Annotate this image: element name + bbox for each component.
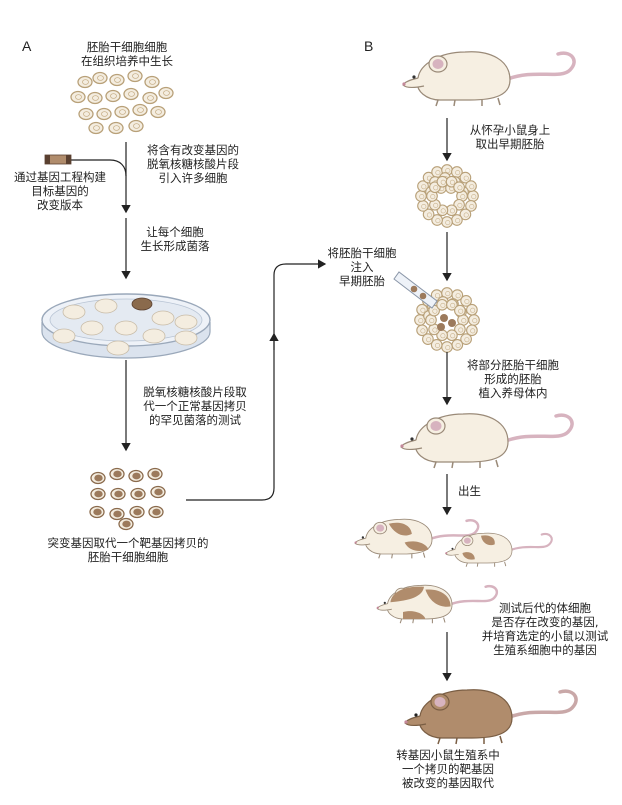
chimeric-pup-1-image [353,517,480,560]
embryo-cell [436,298,448,311]
caption-line: 代一个正常基因拷贝 [143,399,247,413]
embryo-cell [451,339,464,351]
caption-line: 测试后代的体细胞 [499,601,591,615]
caption-line: 的罕见菌落的测试 [149,413,241,427]
caption-line: 脱氧核糖核酸片段取 [143,385,247,399]
test-offspring-caption: 测试后代的体细胞 是否存在改变的基因, 并培育选定的小鼠以测试 生殖系细胞中的基… [470,601,620,657]
engineered-gene-caption: 通过基因工程构建 目标基因的 改变版本 [6,170,114,212]
extract-caption: 从怀孕小鼠身上 取出早期胚胎 [458,123,562,151]
embryo-cell [441,216,453,228]
embryo-cell [454,304,466,317]
caption-line: 在组织培养中生长 [81,54,173,68]
arrow-fragment-feed [70,159,127,177]
caption-line: 注入 [350,260,374,274]
embryo-cell [415,190,427,202]
birth-caption: 出生 [458,484,481,498]
caption-line: 并培育选定的小鼠以测试 [481,629,609,643]
es-cells-cluster [70,69,174,135]
es-cells-caption: 胚胎干细胞细胞 在组织培养中生长 [68,40,186,68]
caption-line: 脱氧核糖核酸片段 [147,157,239,171]
pregnant-mouse-image [400,49,576,108]
caption-line: 生长形成菌落 [140,239,210,253]
colony-caption: 让每个细胞 生长形成菌落 [132,225,218,253]
caption-line: 生殖系细胞中的基因 [493,643,597,657]
mutant-cells-caption: 突变基因取代一个靶基因拷贝的 胚胎干细胞细胞 [40,536,216,564]
caption-line: 胚胎干细胞细胞 [87,550,169,564]
injected-es-cells [437,314,456,331]
embryo-cell [417,200,429,212]
panel-b-letter: B [364,38,374,54]
caption-line: 通过基因工程构建 [14,170,106,184]
caption-line: 让每个细胞 [146,225,204,239]
embryo-cell [416,324,428,337]
embryo-cell [451,214,463,226]
dna-fragment-icon [44,154,72,165]
caption-line: 改变版本 [37,198,83,212]
result-caption: 转基因小鼠生殖系中 一个拷贝的靶基因 被改变的基因取代 [386,748,510,790]
adult-chimera-mouse-image [375,583,499,625]
arrow-transfer-to-b [186,259,327,501]
embryo-cell [446,329,458,342]
caption-line: 引入许多细胞 [158,171,228,185]
caption-line: 取出早期胚胎 [475,137,545,151]
caption-line: 是否存在改变的基因, [491,615,599,629]
caption-line: 一个拷贝的靶基因 [402,762,494,776]
caption-line: 被改变的基因取代 [402,776,494,790]
dna-intro-caption: 将含有改变基因的 脱氧核糖核酸片段 引入许多细胞 [130,143,256,185]
embryo-cell [441,341,453,353]
caption-line: 植入养母体内 [478,386,548,400]
caption-line: 将胚胎干细胞 [327,246,397,260]
injection-pipette [393,271,438,309]
chimeric-pup-2-image [444,531,553,568]
embryo-cell [453,181,465,194]
caption-line: 突变基因取代一个靶基因拷贝的 [47,536,209,550]
test-caption: 脱氧核糖核酸片段取 代一个正常基因拷贝 的罕见菌落的测试 [133,385,257,427]
foster-mother-mouse-image [398,411,574,470]
embryo-cell [468,314,480,326]
embryo-cell [466,303,478,316]
early-embryo [415,164,479,228]
caption-line: 形成的胚胎 [484,372,542,386]
panel-a-letter: A [22,38,32,54]
mutant-es-cells [89,467,166,531]
caption-line: 将含有改变基因的 [147,143,239,157]
caption-line: 出生 [458,484,481,498]
implant-caption: 将部分胚胎干细胞 形成的胚胎 植入养母体内 [458,358,568,400]
embryo-cell [467,190,479,202]
caption-line: 目标基因的 [31,184,89,198]
caption-line: 转基因小鼠生殖系中 [396,748,500,762]
inject-caption: 将胚胎干细胞 注入 早期胚胎 [320,246,404,288]
caption-line: 将部分胚胎干细胞 [467,358,559,372]
transgenic-mouse-image [404,689,578,745]
caption-line: 早期胚胎 [339,274,385,288]
petri-dish [41,293,211,359]
caption-line: 胚胎干细胞细胞 [86,40,168,54]
caption-line: 从怀孕小鼠身上 [469,123,551,137]
